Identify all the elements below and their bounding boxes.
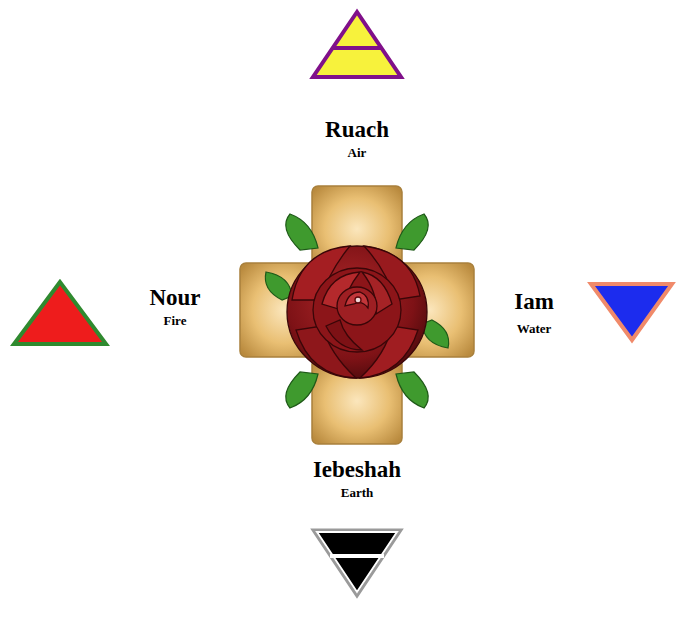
earth-inner-outline [317,532,397,592]
element-english: Fire [164,314,187,328]
rose-leaves [265,214,448,408]
air-triangle [313,12,401,77]
leaf [396,372,428,408]
element-name: Ruach [325,117,389,142]
element-name: Nour [149,285,200,310]
rose-inner [337,287,377,325]
rose-outer [287,246,427,378]
fire-triangle [14,282,106,344]
water-triangle [591,284,672,340]
air-bar [333,46,381,50]
rose-bud [345,292,368,308]
leaf [396,214,428,250]
earth-bar [330,554,384,558]
air-symbol [313,12,401,77]
leaf [286,214,318,250]
leaf [265,272,292,300]
earth-triangle [313,530,401,596]
rose-middle [313,268,401,352]
water-symbol [591,284,672,340]
element-english: Earth [341,486,374,500]
rose-center [355,297,361,303]
element-name: Iam [514,289,554,314]
earth-symbol [313,530,401,596]
rose [287,246,427,378]
element-english: Air [348,146,367,160]
cross [240,186,474,444]
element-english: Water [517,322,552,336]
element-name: Iebeshah [313,457,401,482]
leaf [286,372,318,408]
fire-symbol [14,282,106,344]
